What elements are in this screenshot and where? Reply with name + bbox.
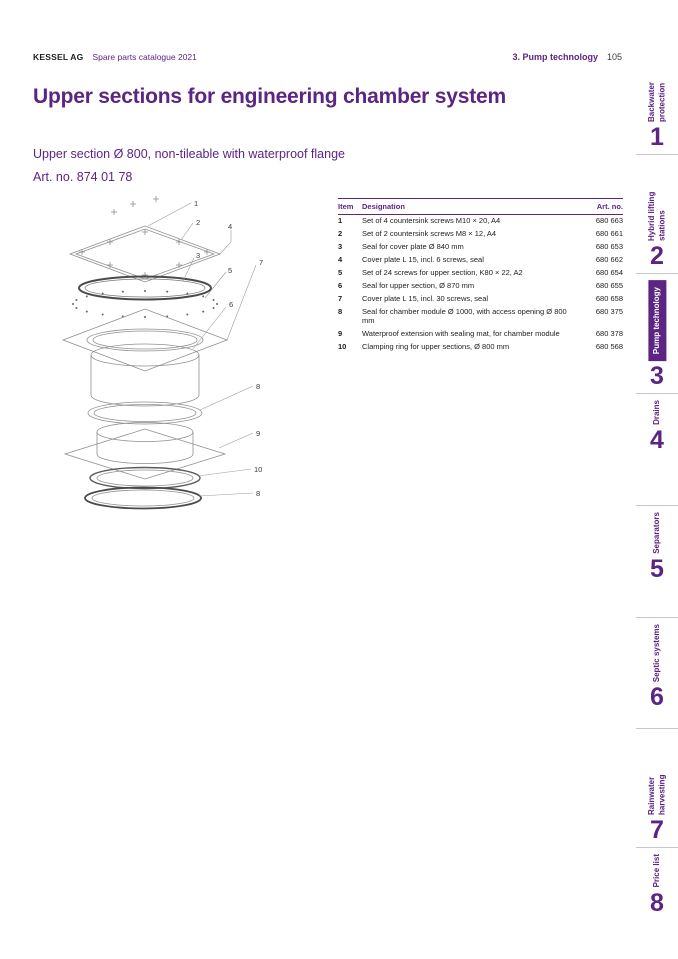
sidebar-tab-label: Septic systems xyxy=(651,623,661,682)
sidebar-tab-label: Drains xyxy=(651,400,661,426)
cell-designation: Set of 4 countersink screws M10 × 20, A4 xyxy=(362,216,501,226)
sidebar-tab-rainwater-harvesting[interactable]: Rainwater harvesting 7 xyxy=(636,729,678,849)
cell-designation: Set of 2 countersink screws M8 × 12, A4 xyxy=(362,229,497,239)
table-row: 6 Seal for upper section, Ø 870 mm 680 655 xyxy=(338,279,623,292)
cell-art-no: 680 662 xyxy=(595,255,623,265)
cell-designation: Set of 24 screws for upper section, K80 … xyxy=(362,268,523,278)
table-row: 1 Set of 4 countersink screws M10 × 20, A… xyxy=(338,214,623,227)
sidebar-tab-number: 3 xyxy=(650,362,664,391)
diagram-callout: 5 xyxy=(228,266,232,275)
cell-designation: Seal for chamber module Ø 1000, with acc… xyxy=(362,307,567,326)
cell-item: 7 xyxy=(338,294,343,304)
table-row: 7 Cover plate L 15, incl. 30 screws, seal… xyxy=(338,292,623,305)
cell-art-no: 680 654 xyxy=(595,268,623,278)
product-subtitle: Upper section Ø 800, non-tileable with w… xyxy=(33,147,345,161)
cell-item: 6 xyxy=(338,281,343,291)
section-tab-bar: Backwater protection 1 Hybrid lifting st… xyxy=(636,36,678,959)
sidebar-tab-number: 8 xyxy=(650,888,664,917)
cell-designation: Seal for upper section, Ø 870 mm xyxy=(362,281,475,291)
sidebar-tab-pump-technology[interactable]: Pump technology 3 xyxy=(636,274,678,395)
cell-item: 3 xyxy=(338,242,343,252)
leader-lines xyxy=(147,202,257,497)
sidebar-tab-label: Backwater protection xyxy=(646,81,666,122)
page-title: Upper sections for engineering chamber s… xyxy=(33,85,506,108)
cell-art-no: 680 663 xyxy=(595,216,623,226)
header-art-no: Art. no. xyxy=(581,198,623,215)
page-number: 105 xyxy=(606,52,622,62)
header-right: 3. Pump technology 105 xyxy=(512,52,622,62)
sidebar-tab-number: 5 xyxy=(650,554,664,583)
sidebar-tab-label: Separators xyxy=(651,511,661,554)
cell-art-no: 680 661 xyxy=(595,229,623,239)
table-header-row: Item Designation Art. no. xyxy=(338,198,623,215)
parts-table: Item Designation Art. no. 1 Set of 4 coun… xyxy=(338,198,623,354)
diagram-callout: 2 xyxy=(196,218,200,227)
cell-item: 10 xyxy=(338,342,347,352)
cell-art-no: 680 378 xyxy=(595,329,623,339)
header-designation: Designation xyxy=(362,198,581,215)
sidebar-tab-number: 2 xyxy=(650,242,664,270)
diagram-parts xyxy=(61,196,229,510)
cell-item: 9 xyxy=(338,329,343,339)
exploded-diagram: 1 2 4 3 5 7 6 8 9 10 8 xyxy=(61,196,263,510)
sidebar-tab-septic-systems[interactable]: Septic systems 6 xyxy=(636,618,678,730)
diagram-callout: 8 xyxy=(256,382,260,391)
cell-designation: Seal for cover plate Ø 840 mm xyxy=(362,242,464,252)
cell-designation: Cover plate L 15, incl. 6 screws, seal xyxy=(362,255,484,265)
cell-item: 8 xyxy=(338,307,343,317)
sidebar-tab-number: 1 xyxy=(650,123,664,151)
diagram-callout: 7 xyxy=(259,258,263,267)
sidebar-tab-drains[interactable]: Drains 4 xyxy=(636,394,678,506)
table-row: 5 Set of 24 screws for upper section, K80… xyxy=(338,266,623,279)
cell-art-no: 680 653 xyxy=(595,242,623,252)
diagram-callout: 4 xyxy=(228,222,232,231)
cell-art-no: 680 655 xyxy=(595,281,623,291)
header-left: KESSEL AG Spare parts catalogue 2021 xyxy=(33,52,197,62)
header-item: Item xyxy=(338,198,362,215)
sidebar-tab-backwater-protection[interactable]: Backwater protection 1 xyxy=(636,36,678,155)
cell-art-no: 680 375 xyxy=(595,307,623,317)
screw-ring xyxy=(72,290,218,318)
table-row: 4 Cover plate L 15, incl. 6 screws, seal 6… xyxy=(338,253,623,266)
diagram-callout: 3 xyxy=(196,251,200,260)
catalogue-name: Spare parts catalogue 2021 xyxy=(92,52,197,62)
sidebar-tab-label: Pump technology xyxy=(647,280,667,362)
cell-item: 5 xyxy=(338,268,343,278)
sidebar-tab-label: Rainwater harvesting xyxy=(646,774,666,816)
cell-art-no: 680 568 xyxy=(595,342,623,352)
sidebar-tab-separators[interactable]: Separators 5 xyxy=(636,506,678,618)
cell-item: 1 xyxy=(338,216,343,226)
article-number: Art. no. 874 01 78 xyxy=(33,170,133,184)
diagram-callout: 9 xyxy=(256,429,260,438)
sidebar-tab-price-list[interactable]: Price list 8 xyxy=(636,848,678,959)
diagram-callout: 1 xyxy=(194,199,198,208)
diagram-callout: 6 xyxy=(229,300,233,309)
cell-designation: Cover plate L 15, incl. 30 screws, seal xyxy=(362,294,489,304)
table-row: 10 Clamping ring for upper sections, Ø 80… xyxy=(338,341,623,354)
chapter-title: 3. Pump technology xyxy=(512,52,598,62)
cell-item: 2 xyxy=(338,229,343,239)
table-row: 8 Seal for chamber module Ø 1000, with ac… xyxy=(338,305,623,327)
sidebar-tab-number: 4 xyxy=(650,426,664,455)
diagram-callout: 8 xyxy=(256,489,260,498)
page-header: KESSEL AG Spare parts catalogue 2021 3. … xyxy=(33,52,622,62)
diagram-callout: 10 xyxy=(254,465,262,474)
cell-item: 4 xyxy=(338,255,343,265)
sidebar-tab-label: Hybrid lifting stations xyxy=(646,191,666,241)
cell-art-no: 680 658 xyxy=(595,294,623,304)
sidebar-tab-label: Price list xyxy=(651,854,661,888)
brand-name: KESSEL AG xyxy=(33,52,84,62)
cell-designation: Clamping ring for upper sections, Ø 800 … xyxy=(362,342,510,352)
cell-designation: Waterproof extension with sealing mat, f… xyxy=(362,329,560,339)
sidebar-tab-number: 6 xyxy=(650,682,664,711)
table-row: 3 Seal for cover plate Ø 840 mm 680 653 xyxy=(338,240,623,253)
table-row: 2 Set of 2 countersink screws M8 × 12, A4… xyxy=(338,227,623,240)
diagram-callouts: 1 2 4 3 5 7 6 8 9 10 8 xyxy=(194,199,263,498)
sidebar-tab-hybrid-lifting-stations[interactable]: Hybrid lifting stations 2 xyxy=(636,155,678,274)
sidebar-tab-number: 7 xyxy=(650,816,664,845)
table-row: 9 Waterproof extension with sealing mat, … xyxy=(338,328,623,341)
